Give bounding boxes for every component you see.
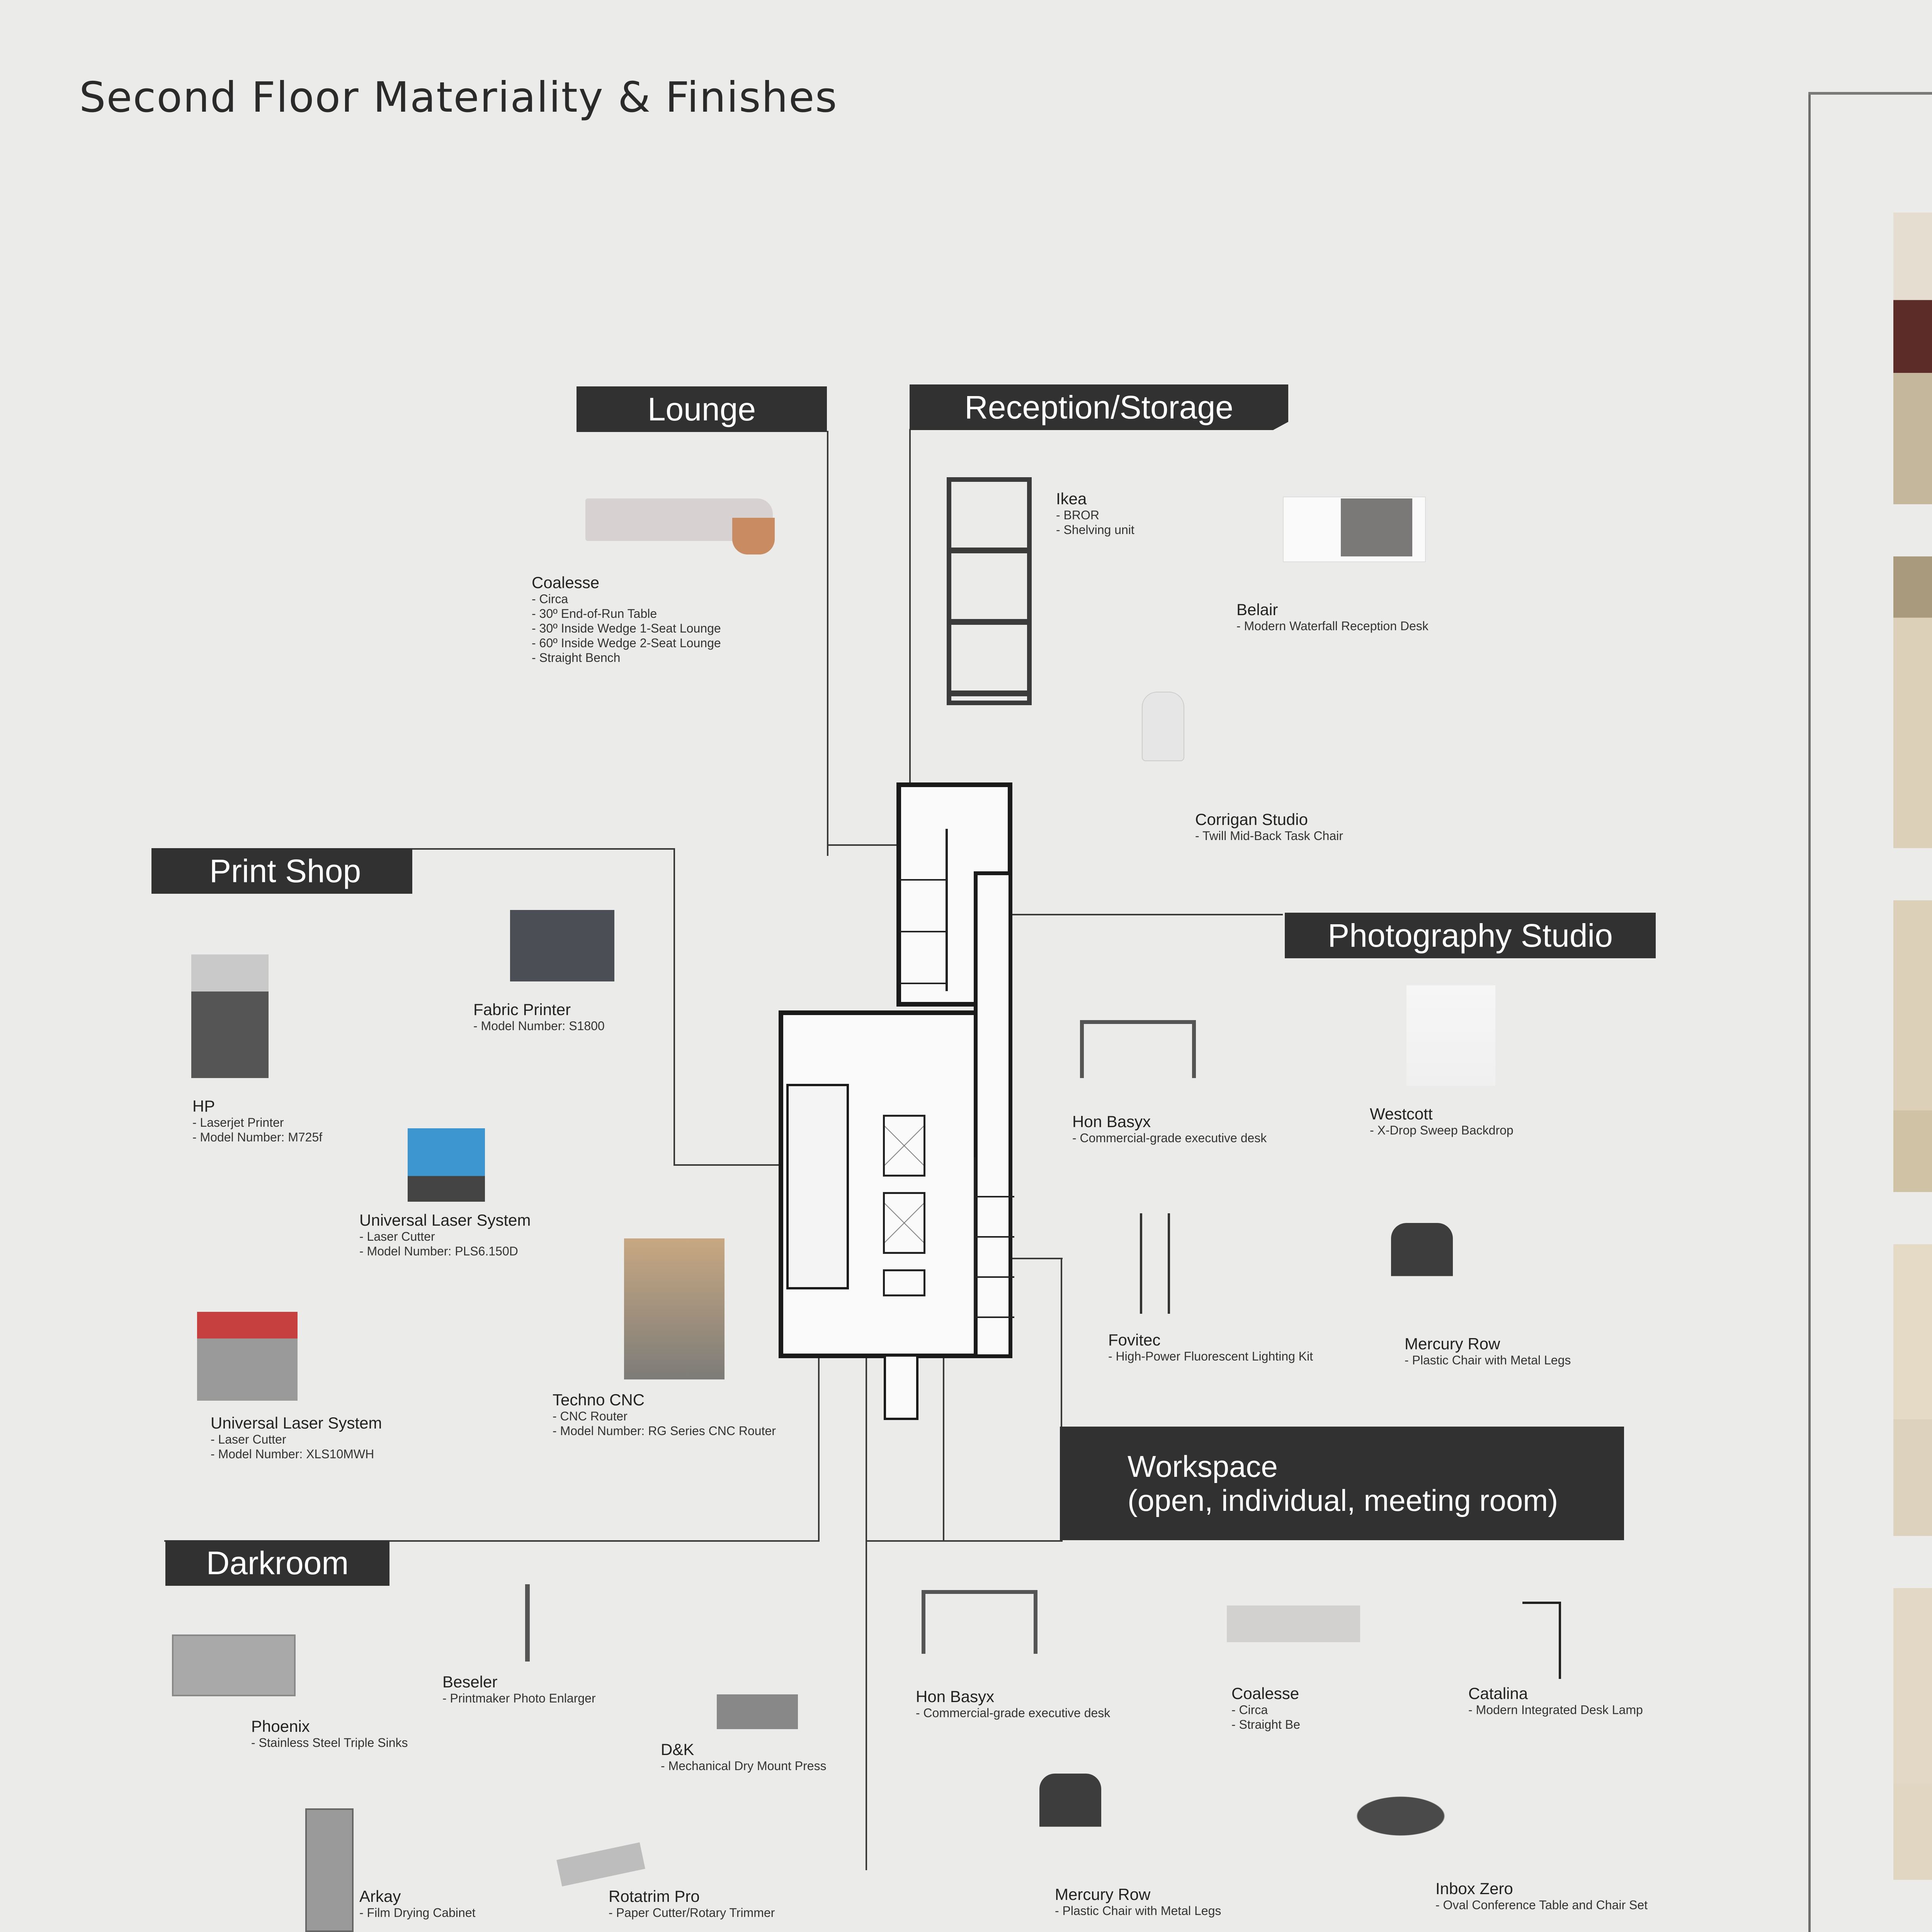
shelving-unit-image	[947, 477, 1032, 705]
print-item-uls-pls: Universal Laser System - Laser Cutter - …	[359, 1211, 531, 1259]
lighting-kit-image	[1117, 1213, 1194, 1314]
reception-desk-panel-image	[1341, 498, 1412, 556]
lounge-side-table-image	[732, 518, 775, 554]
leader-line-workspace-v3	[866, 1352, 867, 1870]
section-label-lounge: Lounge	[577, 386, 827, 432]
leader-line-lounge-h	[827, 844, 927, 846]
conference-set-image	[1314, 1777, 1488, 1855]
leader-line-photography	[1003, 914, 1283, 915]
floor-plan-workspace-block-3	[883, 1269, 925, 1296]
leader-line-print-shop	[412, 848, 674, 850]
leader-line-darkroom-v	[818, 1352, 820, 1542]
print-item-techno-cnc: Techno CNC - CNC Router - Model Number: …	[553, 1391, 776, 1438]
cnc-router-image	[624, 1238, 724, 1379]
section-label-workspace: Workspace (open, individual, meeting roo…	[1060, 1427, 1624, 1540]
hp-printer-image	[191, 954, 269, 1078]
renderings-frame-top-left	[1808, 92, 1932, 95]
darkroom-item-dk: D&K - Mechanical Dry Mount Press	[661, 1740, 827, 1773]
rendering-atrium-lobby[interactable]	[1893, 213, 1932, 504]
mercury-row-chair-image-2	[1039, 1774, 1101, 1870]
reception-item-belair: Belair - Modern Waterfall Reception Desk	[1236, 600, 1429, 633]
laser-cutter-pls-image	[408, 1128, 485, 1202]
workspace-item-inbox-zero: Inbox Zero - Oval Conference Table and C…	[1435, 1879, 1648, 1912]
leader-line-workspace-v	[1061, 1258, 1062, 1428]
leader-line-darkroom-h	[164, 1540, 820, 1542]
darkroom-item-arkay: Arkay - Film Drying Cabinet	[359, 1887, 476, 1920]
floor-plan-print-shop-rooms	[786, 1084, 849, 1289]
reception-item-ikea: Ikea - BROR - Shelving unit	[1056, 490, 1134, 537]
darkroom-item-rotatrim: Rotatrim Pro - Paper Cutter/Rotary Trimm…	[609, 1887, 775, 1920]
task-chair-image	[1142, 692, 1184, 761]
section-label-photography: Photography Studio	[1285, 913, 1656, 958]
rendering-floor	[1893, 373, 1932, 504]
workspace-item-coalesse: Coalesse - Circa - Straight Be	[1231, 1684, 1300, 1732]
renderings-frame-left	[1808, 93, 1811, 1932]
triple-sink-image	[172, 1634, 296, 1696]
print-item-uls-xls: Universal Laser System - Laser Cutter - …	[211, 1414, 382, 1461]
photo-item-fovitec: Fovitec - High-Power Fluorescent Lightin…	[1108, 1331, 1313, 1364]
rendering-meeting-room[interactable]	[1893, 1244, 1932, 1536]
floor-plan	[779, 782, 1014, 1420]
floor-plan-meeting-rooms	[974, 1157, 1014, 1320]
coalesse-bench-image	[1227, 1605, 1360, 1642]
photo-enlarger-image	[516, 1584, 539, 1662]
floor-plan-lounge-bay	[884, 1354, 918, 1420]
leader-line-workspace-h	[1005, 1258, 1063, 1259]
dry-mount-press-image	[717, 1694, 798, 1729]
reception-item-corrigan: Corrigan Studio - Twill Mid-Back Task Ch…	[1195, 810, 1343, 843]
photo-item-mercury-row: Mercury Row - Plastic Chair with Metal L…	[1405, 1335, 1571, 1367]
photo-desk-image	[1080, 1020, 1196, 1078]
desk-lamp-image	[1522, 1602, 1561, 1679]
leader-line-print-shop-v	[673, 848, 675, 1165]
sweep-backdrop-image	[1406, 985, 1495, 1086]
fabric-printer-image	[510, 910, 614, 981]
leader-line-workspace-h2	[866, 1540, 1063, 1542]
section-label-print-shop: Print Shop	[151, 848, 412, 894]
page-title: Second Floor Materiality & Finishes	[79, 73, 838, 122]
workspace-item-mercury-row: Mercury Row - Plastic Chair with Metal L…	[1055, 1885, 1221, 1918]
workspace-item-catalina: Catalina - Modern Integrated Desk Lamp	[1468, 1684, 1643, 1717]
photo-item-westcott: Westcott - X-Drop Sweep Backdrop	[1370, 1105, 1514, 1138]
darkroom-item-phoenix: Phoenix - Stainless Steel Triple Sinks	[251, 1717, 408, 1750]
section-label-darkroom: Darkroom	[165, 1540, 389, 1586]
section-label-reception: Reception/Storage	[910, 384, 1288, 430]
rendering-individual-workspace[interactable]	[1893, 556, 1932, 848]
leader-line-print-shop-h2	[673, 1164, 793, 1166]
darkroom-item-beseler: Beseler - Printmaker Photo Enlarger	[442, 1673, 596, 1706]
rendering-glass-lounge[interactable]	[1893, 1588, 1932, 1880]
print-item-fabric-printer: Fabric Printer - Model Number: S1800	[473, 1000, 605, 1033]
workspace-item-hon-basyx: Hon Basyx - Commercial-grade executive d…	[916, 1687, 1111, 1720]
section-label-workspace-subtitle: (open, individual, meeting room)	[1128, 1483, 1558, 1517]
leader-line-lounge	[827, 431, 828, 856]
rendering-lounge-staircase[interactable]	[1893, 900, 1932, 1192]
floor-plan-workspace-block-2	[883, 1192, 925, 1254]
section-label-workspace-title: Workspace	[1128, 1449, 1278, 1483]
lounge-item-coalesse: Coalesse - Circa - 30º End-of-Run Table …	[532, 573, 721, 665]
workspace-desk-image	[922, 1590, 1037, 1654]
laser-cutter-xls-image	[197, 1312, 298, 1401]
drying-cabinet-image	[305, 1808, 354, 1932]
floor-plan-reception-rooms	[899, 829, 948, 991]
floor-plan-workspace-block-1	[883, 1115, 925, 1177]
leader-line-reception	[909, 429, 911, 800]
mercury-row-chair-image-1	[1391, 1223, 1453, 1320]
rotary-trimmer-image	[556, 1842, 645, 1887]
leader-line-workspace-v2	[943, 1352, 944, 1542]
photo-item-hon-basyx: Hon Basyx - Commercial-grade executive d…	[1072, 1112, 1267, 1145]
print-item-hp: HP - Laserjet Printer - Model Number: M7…	[192, 1097, 323, 1145]
